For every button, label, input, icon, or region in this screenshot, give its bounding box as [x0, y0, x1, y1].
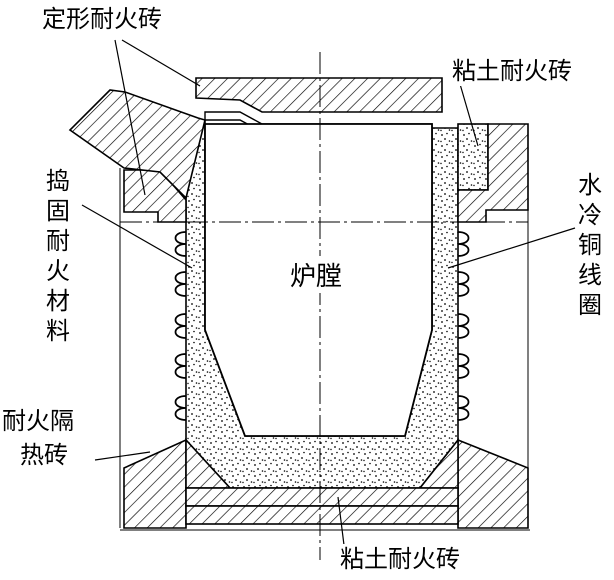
label-water-cooled-coil: 水冷铜线圈	[576, 170, 604, 320]
label-rammed-material: 捣固耐火材料	[44, 166, 72, 346]
outer-frame	[119, 168, 530, 531]
right-insulating-brick	[457, 438, 529, 529]
leader-lines	[81, 39, 576, 546]
clay-brick-bottom-lower	[185, 505, 459, 525]
label-insulating-brick-line2: 热砖	[20, 440, 68, 470]
coil-right	[457, 231, 470, 421]
clay-brick-top-block	[457, 123, 489, 191]
left-insulating-brick	[123, 438, 187, 529]
clay-brick-bottom-upper	[185, 487, 459, 507]
shaped-brick-lid	[195, 77, 443, 113]
label-clay-brick-top: 粘土耐火砖	[452, 56, 572, 86]
label-chamber: 炉膛	[288, 256, 345, 293]
label-clay-brick-bottom: 粘土耐火砖	[340, 544, 460, 574]
coil-left	[174, 231, 187, 421]
label-insulating-brick-line1: 耐火隔	[2, 406, 74, 436]
label-shaped-brick: 定形耐火砖	[42, 4, 162, 34]
